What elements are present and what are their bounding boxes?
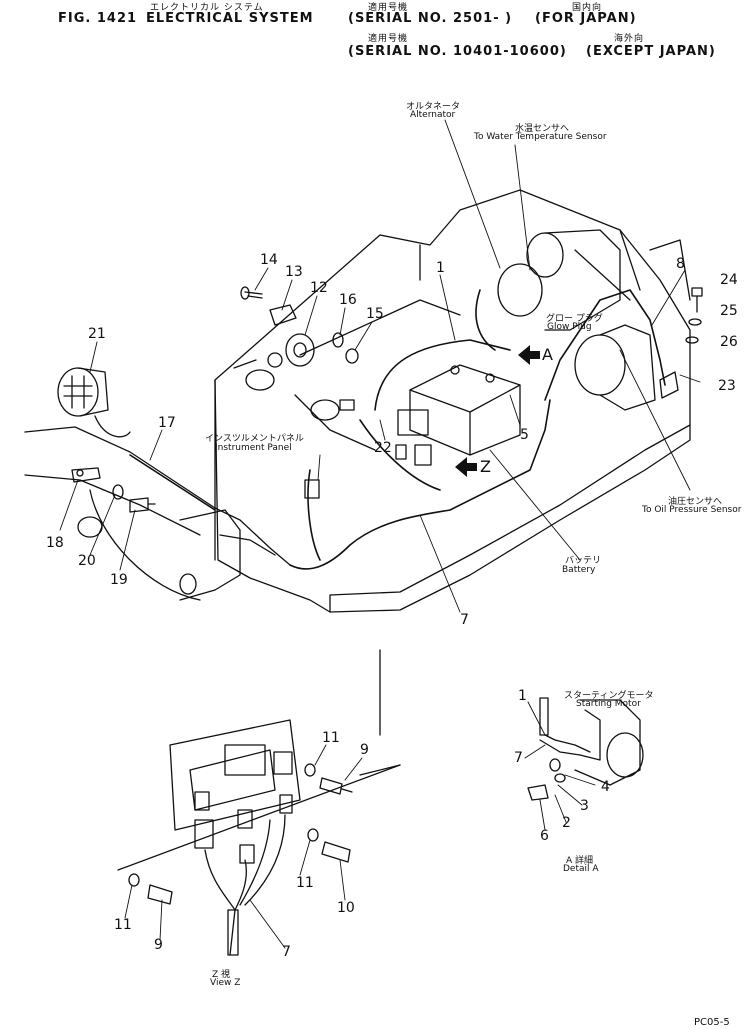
detail-a-part-1: 1 [518, 688, 527, 704]
detail-a-inset [527, 697, 644, 801]
part-19: 19 [110, 572, 128, 588]
battery-label-jp: バッテリ [565, 556, 602, 566]
view-z-label: View Z [210, 978, 241, 988]
part-15: 15 [366, 306, 384, 322]
glow-plug-label-jp: グロー プラグ [546, 314, 603, 324]
serial-range-2: (SERIAL NO. 10401-10600) [348, 44, 567, 59]
part-8: 8 [676, 256, 685, 272]
part-14: 14 [260, 252, 278, 268]
part-17: 17 [158, 415, 176, 431]
view-z-part-9-left: 9 [154, 937, 163, 953]
figure-title: ELECTRICAL SYSTEM [146, 11, 314, 26]
detail-a-label-jp: A 詳細 [566, 856, 594, 866]
wiring-harness [129, 289, 666, 570]
battery-label: Battery [562, 565, 596, 575]
part-24: 24 [720, 272, 738, 288]
starting-motor-label: Starting Motor [576, 699, 641, 709]
hardware-top-right [659, 287, 703, 399]
engine-drawing [497, 229, 656, 411]
detail-a-part-4: 4 [601, 779, 610, 795]
starting-motor-label-jp: スターティングモータ [564, 691, 654, 701]
oil-pressure-label: To Oil Pressure Sensor [642, 505, 742, 515]
page-code: PC05-5 [694, 1017, 730, 1028]
view-z-label-jp: Z 視 [212, 970, 231, 980]
part-25: 25 [720, 303, 738, 319]
frame-arm [24, 426, 291, 601]
view-z-leaders [124, 744, 363, 949]
connectors [304, 409, 432, 499]
alternator-label-jp: オルタネータ [406, 102, 461, 112]
arrow-z-label: Z [480, 457, 491, 476]
part-13: 13 [285, 264, 303, 280]
part-21: 21 [88, 326, 106, 342]
view-z-part-9-top: 9 [360, 742, 369, 758]
detail-a-label: Detail A [563, 864, 599, 874]
work-lamp-drawing [57, 367, 131, 438]
part-7: 7 [460, 612, 469, 628]
chassis [214, 189, 691, 613]
region-1: (FOR JAPAN) [535, 11, 637, 26]
serial-jp-2: 適用号機 [368, 34, 409, 44]
battery-drawing [409, 364, 521, 456]
leader-lines [59, 119, 701, 613]
instrument-panel-label-jp: インスツルメントパネル [205, 434, 304, 444]
detail-a-part-2: 2 [562, 815, 571, 831]
part-18: 18 [46, 535, 64, 551]
view-z-inset [117, 649, 401, 956]
view-z-part-11-mid: 11 [296, 875, 314, 891]
oil-pressure-label-jp: 油圧センサへ [668, 497, 723, 507]
instrument-panel-drawing [245, 352, 376, 451]
region-jp-1: 国内向 [572, 3, 603, 13]
view-z-part-11-top: 11 [322, 730, 340, 746]
figure-number: FIG. 1421 [58, 11, 138, 26]
serial-jp-1: 適用号機 [368, 3, 409, 13]
water-temp-label: To Water Temperature Sensor [474, 132, 607, 142]
part-12: 12 [310, 280, 328, 296]
part-26: 26 [720, 334, 738, 350]
part-20: 20 [78, 553, 96, 569]
instrument-panel-label: Instrument Panel [215, 443, 292, 453]
region-2: (EXCEPT JAPAN) [586, 44, 716, 59]
alternator-label: Alternator [410, 110, 456, 120]
detail-a-part-3: 3 [580, 798, 589, 814]
view-arrows [455, 345, 540, 477]
part-1: 1 [436, 260, 445, 276]
hardware-horn [240, 286, 359, 364]
hardware-left [71, 467, 156, 513]
arrow-a-label: A [542, 345, 553, 364]
detail-a-part-6: 6 [540, 828, 549, 844]
detail-a-part-7: 7 [514, 750, 523, 766]
serial-range-1: (SERIAL NO. 2501- ) [348, 11, 513, 26]
part-23: 23 [718, 378, 736, 394]
region-jp-2: 海外向 [614, 34, 645, 44]
water-temp-label-jp: 水温センサへ [515, 124, 570, 134]
view-z-part-11-left: 11 [114, 917, 132, 933]
part-5: 5 [520, 427, 529, 443]
glow-plug-label: Glow Plug [547, 322, 592, 332]
detail-a-leaders [524, 701, 596, 831]
part-16: 16 [339, 292, 357, 308]
view-z-part-10: 10 [337, 900, 355, 916]
title-jp: エレクトリカル システム [150, 3, 264, 13]
view-z-part-7: 7 [282, 944, 291, 960]
part-22: 22 [374, 440, 392, 456]
